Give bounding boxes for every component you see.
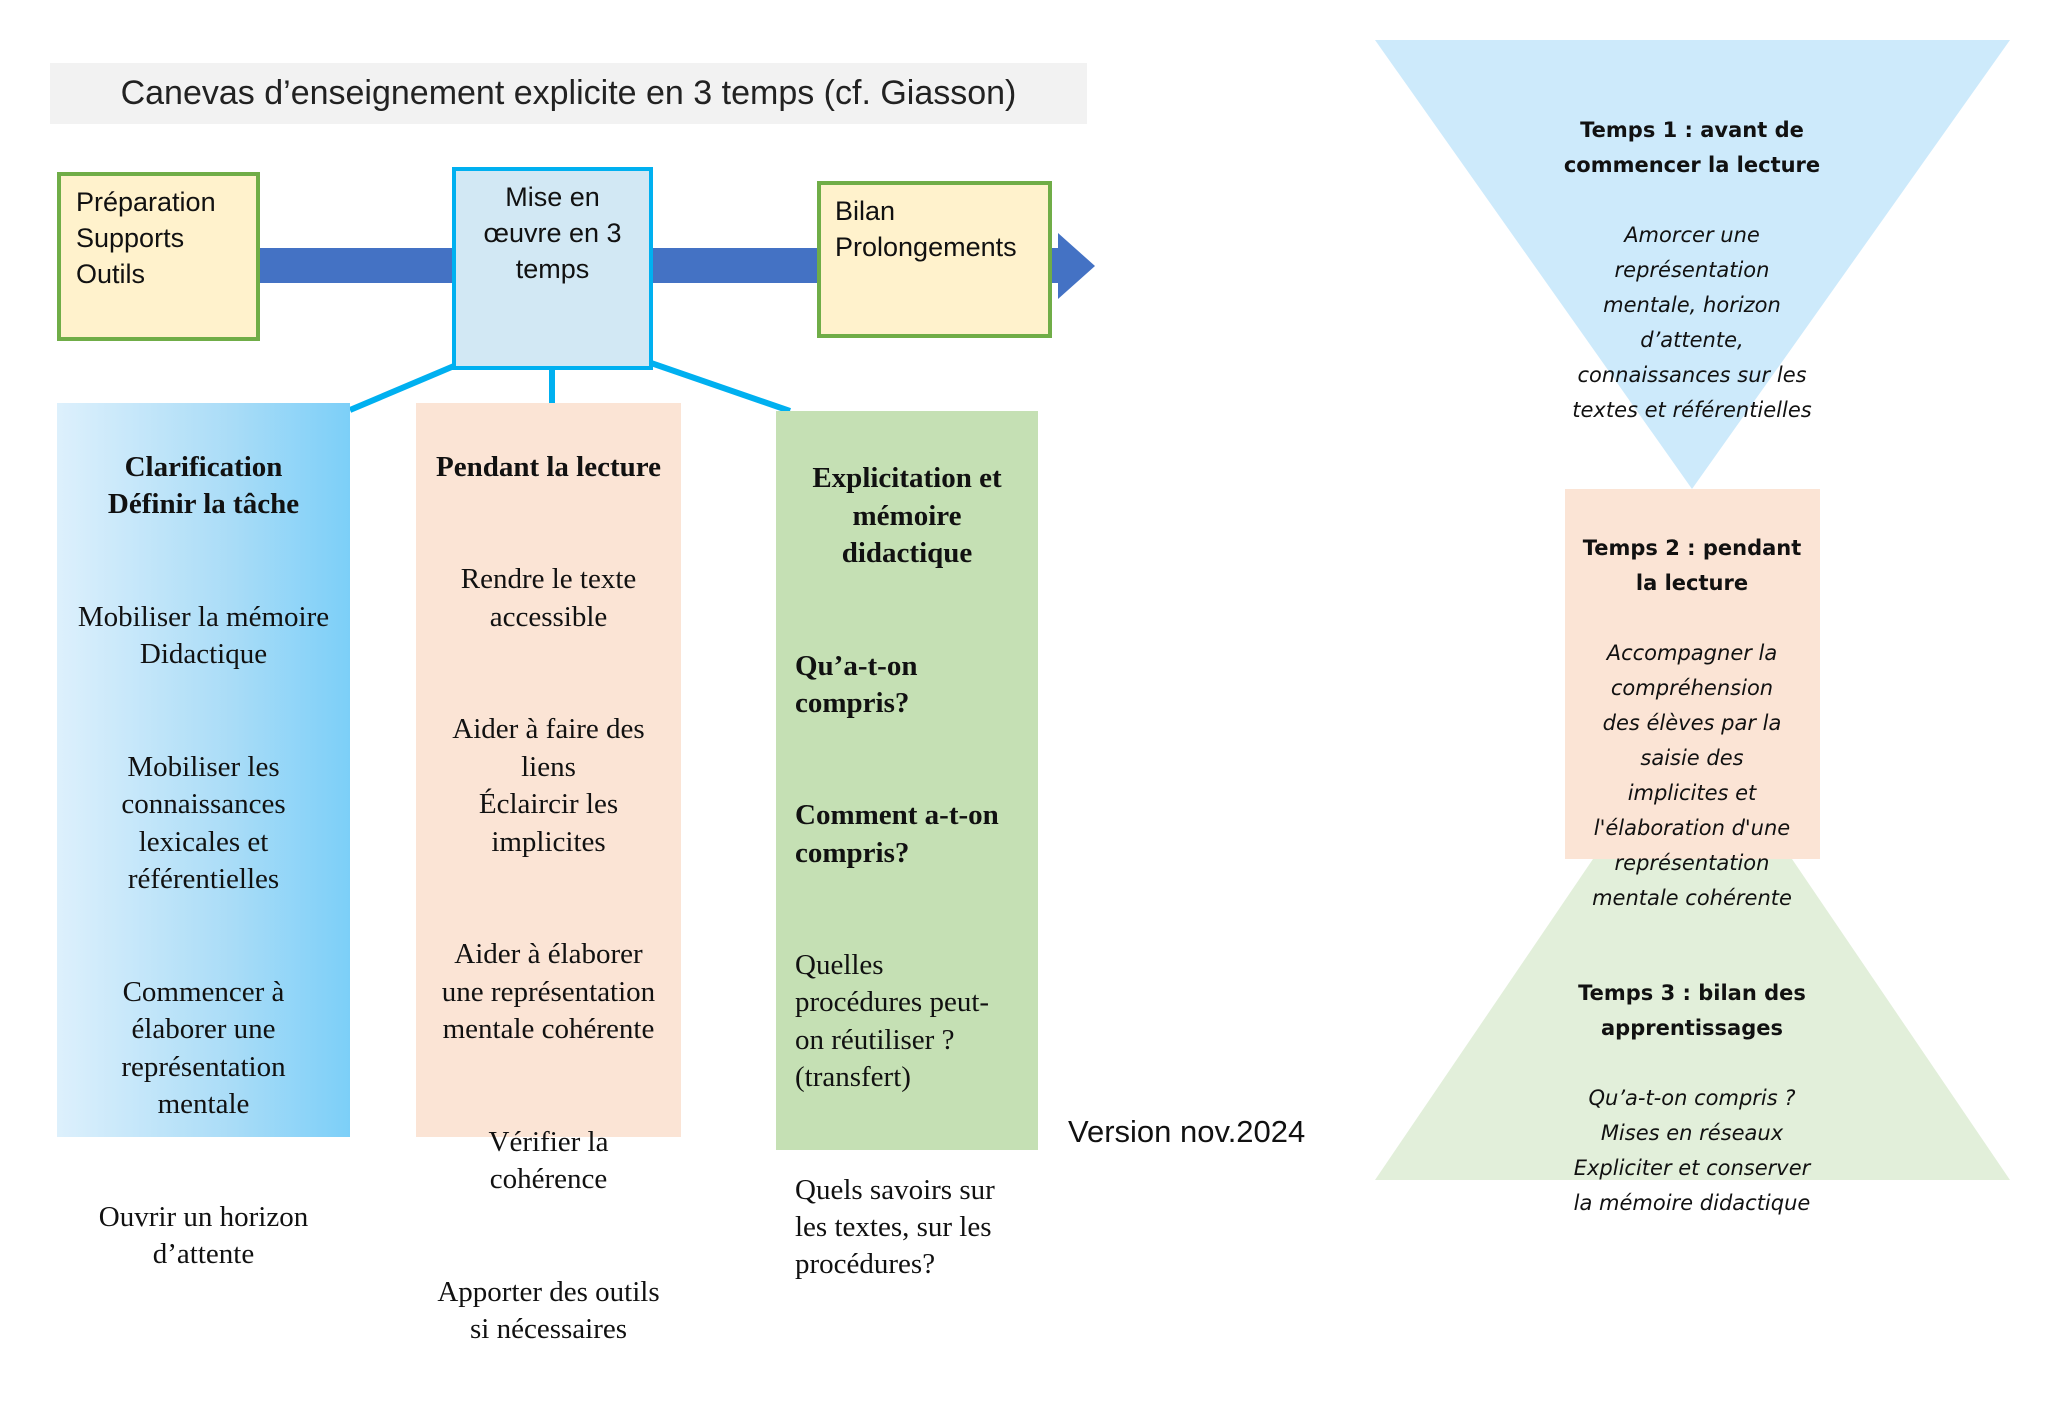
column-item: Apporter des outils si nécessaires <box>437 1275 660 1346</box>
diagram-shapes <box>258 40 2010 1180</box>
temps3-text: Temps 3 : bilan des apprentissages Qu’a-… <box>1512 941 1872 1256</box>
column-item: Aider à faire des liens Éclaircir les im… <box>452 713 645 858</box>
column-item: Quelles procédures peut- on réutiliser ?… <box>795 948 990 1094</box>
column-item: Vérifier la cohérence <box>488 1125 609 1196</box>
column-item: Mobiliser la mémoire Didactique <box>77 600 330 671</box>
preparation-box: Préparation Supports Outils <box>57 172 260 341</box>
bilan-box: Bilan Prolongements <box>817 181 1052 338</box>
timeline-arrow-head <box>1058 233 1095 299</box>
temps1-text: Temps 1 : avant de commencer la lecture … <box>1512 78 1872 463</box>
column-item: Quels savoirs sur les textes, sur les pr… <box>795 1173 995 1281</box>
column-item: Rendre le texte accessible <box>460 563 637 633</box>
page-title: Canevas d’enseignement explicite en 3 te… <box>50 63 1087 124</box>
column-heading: Pendant la lecture <box>436 450 661 483</box>
temps3-description: Qu’a-t-on compris ? Mises en réseaux Exp… <box>1573 1086 1811 1215</box>
column-clarification: Clarification Définir la tâche Mobiliser… <box>57 403 350 1270</box>
column-pendant-lecture: Pendant la lecture Rendre le texte acces… <box>416 403 681 1345</box>
column-question: Qu’a-t-on compris? <box>795 649 918 719</box>
temps1-heading: Temps 1 : avant de commencer la lecture <box>1563 118 1821 177</box>
temps2-rect <box>1565 489 1820 859</box>
column-question: Comment a-t-on compris? <box>795 799 999 869</box>
column-item: Commencer à élaborer une représentation … <box>121 975 286 1121</box>
column-item: Aider à élaborer une représentation ment… <box>441 938 656 1045</box>
temps1-triangle <box>1375 40 2010 489</box>
temps2-text: Temps 2 : pendant la lecture Accompagner… <box>1512 496 1872 951</box>
temps2-description: Accompagner la compréhension des élèves … <box>1592 641 1792 910</box>
temps3-triangle <box>1375 859 2010 1180</box>
temps1-description: Amorcer une représentation mentale, hori… <box>1572 223 1812 422</box>
temps2-heading: Temps 2 : pendant la lecture <box>1582 536 1802 595</box>
column-item: Ouvrir un horizon d’attente <box>98 1200 309 1271</box>
version-label: Version nov.2024 <box>1068 1114 1306 1149</box>
column-item: Mobiliser les connaissances lexicales et… <box>121 750 286 896</box>
column-heading: Explicitation et mémoire didactique <box>812 462 1002 570</box>
column-explicitation: Explicitation et mémoire didactique Qu’a… <box>776 411 1038 1280</box>
connector-right <box>650 360 791 414</box>
temps3-heading: Temps 3 : bilan des apprentissages <box>1578 981 1806 1040</box>
connector-left <box>348 363 456 413</box>
mise-en-oeuvre-box: Mise en œuvre en 3 temps <box>452 167 653 370</box>
column-heading: Clarification Définir la tâche <box>107 450 300 521</box>
